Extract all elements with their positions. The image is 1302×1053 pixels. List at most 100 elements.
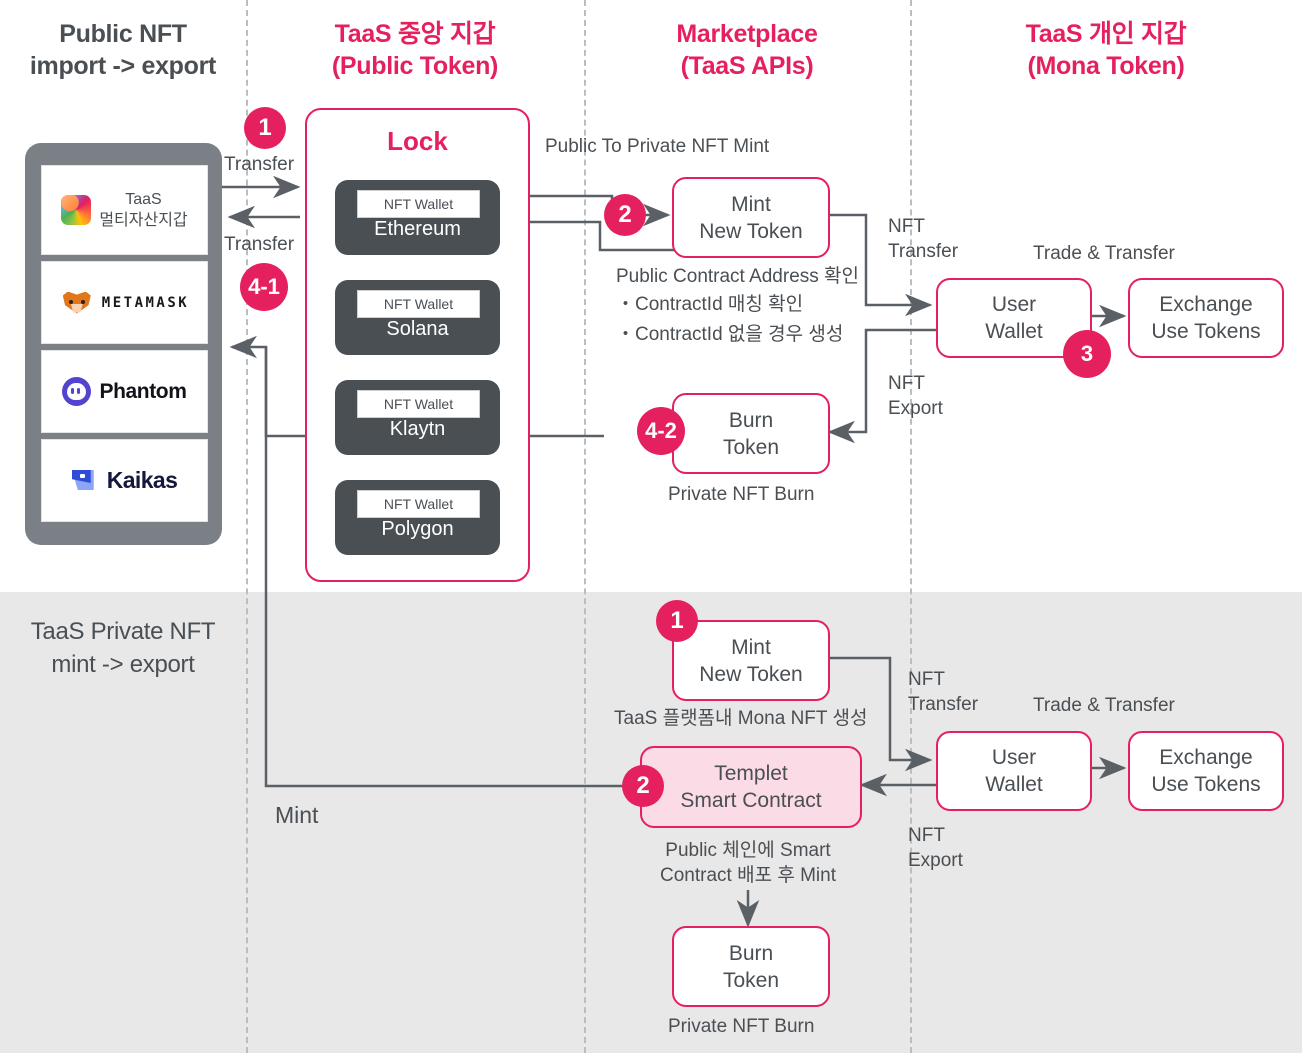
lane-header-line2: (Public Token) <box>331 52 499 80</box>
lane-divider-3 <box>910 0 912 1053</box>
wallet-label-line2: 멀티자산지갑 <box>99 212 188 229</box>
label-line1: NFT <box>888 373 925 394</box>
wallet-label-line1: TaaS <box>125 191 162 208</box>
label-line1: NFT <box>908 825 945 846</box>
node-text: Templet Smart Contract <box>680 760 821 814</box>
label-contract-bullet-2: ・ContractId 없을 경우 생성 <box>616 324 844 345</box>
label-nft-export-bottom: NFT Export <box>908 823 963 873</box>
lane-header-line2: import -> export <box>29 52 217 80</box>
wallet-label-metamask: METAMASK <box>101 294 190 311</box>
chip-pill-label: NFT Wallet <box>357 390 480 418</box>
node-line1: Burn <box>728 941 774 965</box>
wallet-card-kaikas[interactable]: Kaikas <box>41 439 208 522</box>
label-contract-bullet-1: ・ContractId 매칭 확인 <box>616 294 804 315</box>
lane-header-line2: (TaaS APIs) <box>680 52 814 80</box>
lane-header-taas-personal-wallet: TaaS 개인 지갑 (Mona Token) <box>910 18 1302 82</box>
node-text: Exchange Use Tokens <box>1151 291 1260 345</box>
node-templet-smart-contract[interactable]: Templet Smart Contract <box>640 746 862 828</box>
node-line2: Wallet <box>985 773 1043 796</box>
node-line1: Templet <box>714 762 788 785</box>
node-burn-token-bottom[interactable]: Burn Token <box>672 926 830 1007</box>
label-line2: Contract 배포 후 Mint <box>660 865 836 886</box>
badge-step-1-bottom: 1 <box>656 600 698 642</box>
chip-chain-label: Ethereum <box>374 218 461 240</box>
wallet-card-taas[interactable]: TaaS 멀티자산지갑 <box>41 165 208 255</box>
lock-container: Lock NFT Wallet Ethereum NFT Wallet Sola… <box>305 108 530 582</box>
node-text: Exchange Use Tokens <box>1151 744 1260 798</box>
wallet-label-phantom: Phantom <box>99 379 187 403</box>
node-text: User Wallet <box>985 744 1043 798</box>
lane-header-marketplace: Marketplace (TaaS APIs) <box>584 18 910 82</box>
node-line1: Burn <box>728 408 774 432</box>
node-text: Burn Token <box>723 407 779 461</box>
badge-step-2-top: 2 <box>604 194 646 236</box>
node-line2: Use Tokens <box>1151 320 1261 343</box>
node-line2: Wallet <box>985 320 1043 343</box>
band-title: TaaS Private NFT mint -> export <box>0 615 246 681</box>
node-line1: Mint <box>731 635 771 659</box>
node-line2: Token <box>722 435 780 459</box>
wallet-label: TaaS 멀티자산지갑 <box>99 189 187 231</box>
node-text: Burn Token <box>723 940 779 994</box>
nft-wallet-chip-polygon[interactable]: NFT Wallet Polygon <box>335 480 500 555</box>
lane-divider-1 <box>246 0 248 1053</box>
label-nft-export-top: NFT Export <box>888 371 943 421</box>
kaikas-icon <box>71 468 99 493</box>
band-title-line2: mint -> export <box>51 651 195 678</box>
nft-wallet-chip-klaytn[interactable]: NFT Wallet Klaytn <box>335 380 500 455</box>
metamask-fox-icon <box>60 288 94 318</box>
badge-step-4-1: 4-1 <box>240 263 288 311</box>
lane-header-public-nft: Public NFT import -> export <box>0 18 246 82</box>
lane-header-line1: Public NFT <box>59 20 187 48</box>
nft-wallet-chip-solana[interactable]: NFT Wallet Solana <box>335 280 500 355</box>
wallet-card-metamask[interactable]: METAMASK <box>41 261 208 344</box>
node-mint-new-token-bottom[interactable]: Mint New Token <box>672 620 830 701</box>
chip-pill-label: NFT Wallet <box>357 290 480 318</box>
label-mint-bottom: Mint <box>275 802 319 828</box>
label-line2: Transfer <box>908 694 979 715</box>
chip-pill-label: NFT Wallet <box>357 490 480 518</box>
node-line2: Use Tokens <box>1151 773 1261 796</box>
label-trade-transfer-bottom: Trade & Transfer <box>1033 695 1175 716</box>
node-user-wallet-bottom[interactable]: User Wallet <box>936 731 1092 811</box>
node-text: Mint New Token <box>699 191 803 245</box>
chip-chain-label: Solana <box>386 318 449 340</box>
lane-header-line1: TaaS 개인 지갑 <box>1025 20 1187 48</box>
node-line1: Exchange <box>1159 746 1253 769</box>
node-line2: New Token <box>699 219 803 243</box>
wallet-label-kaikas: Kaikas <box>106 467 178 493</box>
lane-header-taas-central-wallet: TaaS 중앙 지갑 (Public Token) <box>246 18 584 82</box>
node-text: User Wallet <box>985 291 1043 345</box>
label-public-to-private: Public To Private NFT Mint <box>545 136 770 157</box>
label-line1: NFT <box>908 669 945 690</box>
node-exchange-use-tokens-bottom[interactable]: Exchange Use Tokens <box>1128 731 1284 811</box>
label-private-nft-burn-bottom: Private NFT Burn <box>668 1016 815 1037</box>
badge-step-3-top: 3 <box>1063 330 1111 378</box>
node-line2: New Token <box>699 662 803 686</box>
chip-chain-label: Polygon <box>381 518 454 540</box>
node-exchange-use-tokens-top[interactable]: Exchange Use Tokens <box>1128 278 1284 358</box>
label-deploy: Public 체인에 Smart Contract 배포 후 Mint <box>648 838 848 888</box>
label-line2: Export <box>908 850 963 871</box>
chip-pill-label: NFT Wallet <box>357 190 480 218</box>
node-line1: Exchange <box>1159 293 1253 316</box>
label-line1: Public 체인에 Smart <box>665 840 831 861</box>
badge-step-2-bottom: 2 <box>622 765 664 807</box>
nft-wallet-chip-ethereum[interactable]: NFT Wallet Ethereum <box>335 180 500 255</box>
node-line1: User <box>991 746 1037 769</box>
label-mona-create: TaaS 플랫폼내 Mona NFT 생성 <box>614 708 868 729</box>
node-text: Mint New Token <box>699 634 803 688</box>
lock-title: Lock <box>387 126 448 156</box>
label-nft-transfer-bottom: NFT Transfer <box>908 667 978 717</box>
badge-step-4-2: 4-2 <box>637 407 685 455</box>
node-burn-token-top[interactable]: Burn Token <box>672 393 830 474</box>
node-mint-new-token-top[interactable]: Mint New Token <box>672 177 830 258</box>
label-nft-transfer-top: NFT Transfer <box>888 214 958 264</box>
label-trade-transfer-top: Trade & Transfer <box>1033 243 1175 264</box>
wallet-card-phantom[interactable]: Phantom <box>41 350 208 433</box>
lane-header-line2: (Mona Token) <box>1027 52 1185 80</box>
label-contract-check: Public Contract Address 확인 <box>616 266 860 287</box>
label-private-nft-burn-top: Private NFT Burn <box>668 484 815 505</box>
label-transfer-out: Transfer <box>224 154 295 175</box>
